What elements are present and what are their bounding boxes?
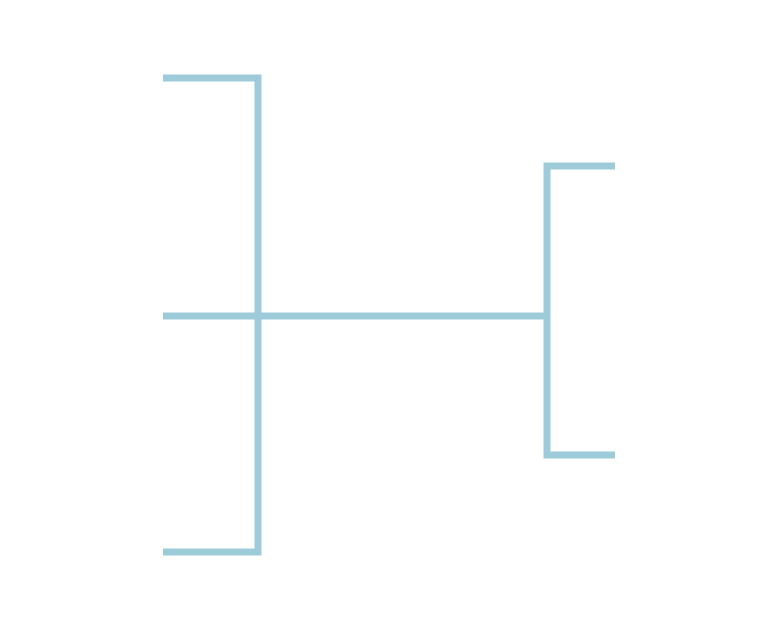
- right-bracket: [543, 162, 615, 459]
